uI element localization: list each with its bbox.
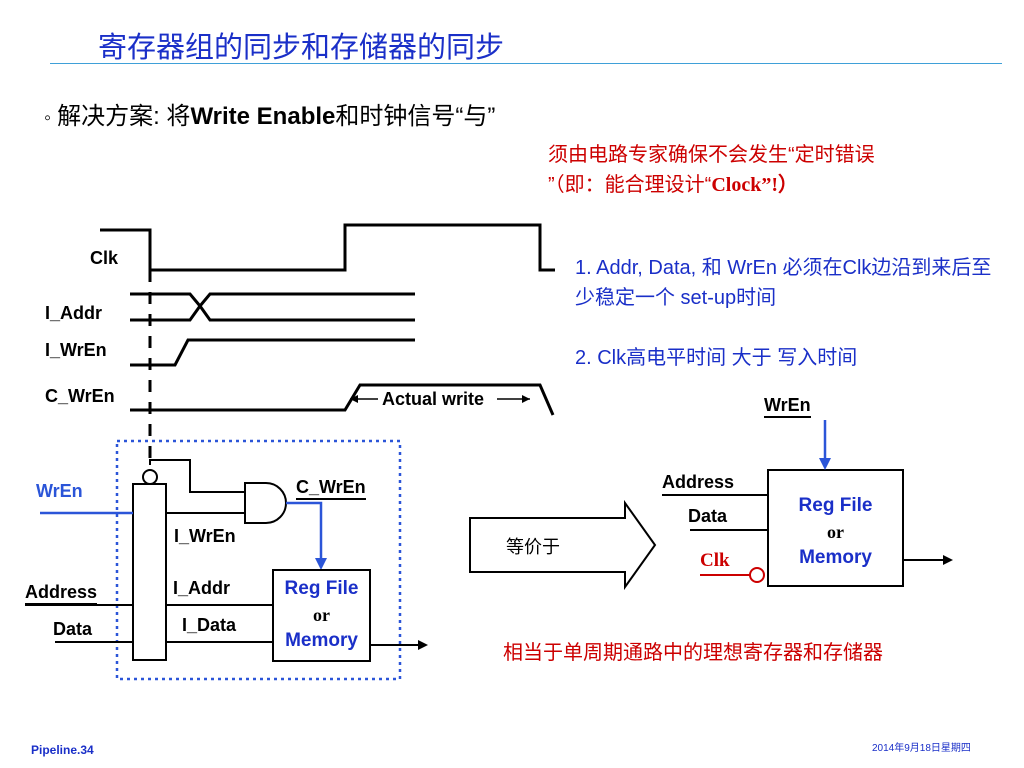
red-note-line2: ”（即：能合理设计“Clock”!） xyxy=(548,170,998,200)
timing-error-note: 须由电路专家确保不会发生“定时错误 ”（即：能合理设计“Clock”!） xyxy=(548,140,998,200)
bullet-prefix: 解决方案: 将 xyxy=(57,103,191,130)
red-note-clock: Clock xyxy=(711,174,762,196)
iaddr-bus-top xyxy=(130,292,415,309)
equivalent-arrow xyxy=(469,499,657,591)
left-regfile-block xyxy=(272,569,371,662)
slide-footer-label: Pipeline.34 xyxy=(31,743,94,757)
right-clk-label: Clk xyxy=(700,550,730,571)
setup-note: 1. Addr, Data, 和 WrEn 必须在Clk边沿到来后至少稳定一个 … xyxy=(575,257,992,309)
left-block-line1: Reg File xyxy=(284,578,359,599)
clk-waveform xyxy=(100,223,555,272)
solution-bullet: ◦解决方案: 将Write Enable和时钟信号“与” xyxy=(44,96,495,131)
left-block-line2: Memory xyxy=(285,630,358,651)
equivalent-label: 等价于 xyxy=(506,537,560,557)
iwren-waveform xyxy=(130,338,415,367)
and-output-cwren-label: C_WrEn xyxy=(296,477,366,500)
left-wren-label: WrEn xyxy=(36,481,83,501)
bullet-bold: Write Enable xyxy=(190,103,336,130)
iaddr-bus-bottom xyxy=(130,303,415,322)
right-block-line1: Reg File xyxy=(798,495,873,516)
circuit-boundary xyxy=(115,439,402,681)
left-data-label: Data xyxy=(53,619,93,639)
slide-date: 2014年9月18日星期四 xyxy=(872,743,971,754)
latch-clock-bubble xyxy=(142,469,158,485)
red-note-prefix: ”（即：能合理设计“ xyxy=(548,174,712,196)
cwren-label: C_WrEn xyxy=(45,386,115,406)
iaddr-label: I_Addr xyxy=(45,303,103,323)
and-gate xyxy=(244,482,287,524)
right-wren-label: WrEn xyxy=(764,395,811,418)
right-data-label: Data xyxy=(688,506,728,526)
latch-iwren-label: I_WrEn xyxy=(174,526,236,546)
right-regfile-block xyxy=(767,469,904,587)
left-block-or: or xyxy=(313,605,330,625)
latch-idata-label: I_Data xyxy=(182,615,237,635)
right-block-line2: Memory xyxy=(799,547,872,568)
actual-write-label: Actual write xyxy=(382,389,485,409)
clk-label: Clk xyxy=(90,248,119,268)
iwren-label: I_WrEn xyxy=(45,340,107,360)
right-block-label: Reg File or Memory xyxy=(768,493,903,571)
bullet-marker: ◦ xyxy=(44,107,52,129)
right-block-or: or xyxy=(827,522,844,542)
slide-title: 寄存器组的同步和存储器的同步 xyxy=(98,32,505,64)
left-block-label: Reg File or Memory xyxy=(273,576,370,654)
left-address-label: Address xyxy=(25,582,98,605)
right-address-label: Address xyxy=(662,472,735,492)
ideal-storage-caption: 相当于单周期通路中的理想寄存器和存储器 xyxy=(503,642,883,664)
title-divider xyxy=(50,63,1002,64)
bullet-suffix: 和时钟信号“与” xyxy=(335,103,496,130)
right-clk-bubble xyxy=(749,567,765,583)
clk-high-note: 2. Clk高电平时间 大于 写入时间 xyxy=(575,347,858,369)
red-note-suffix: ”!） xyxy=(761,174,798,196)
input-latch xyxy=(132,483,167,661)
red-note-line1: 须由电路专家确保不会发生“定时错误 xyxy=(548,144,875,166)
cwren-waveform xyxy=(130,383,555,416)
latch-iaddr-label: I_Addr xyxy=(173,578,231,598)
